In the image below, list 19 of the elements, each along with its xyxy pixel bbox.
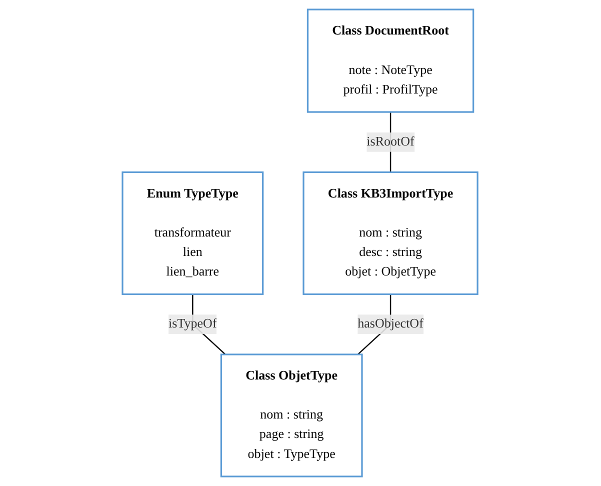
node-label: Enum TypeType — [147, 186, 239, 201]
node-label: Class ObjetType — [246, 369, 338, 383]
node-label: nom : string — [260, 408, 324, 422]
node-label: page : string — [260, 428, 324, 442]
node-label: desc : string — [360, 245, 422, 260]
class-box: Enum TypeType transformateur lien lien_barre — [122, 171, 264, 296]
edge-label: isRootOf — [367, 132, 415, 152]
class-box: Class KB3ImportType nom : string desc : string objet : ObjetType — [303, 171, 479, 296]
node-label: lien_barre — [166, 264, 220, 279]
node-label: lien — [183, 245, 203, 260]
node-label: transformateur — [154, 226, 232, 240]
node-label: objet : ObjetType — [346, 264, 436, 279]
node-label: objet : TypeType — [248, 447, 336, 462]
edge-label: hasObjectOf — [358, 314, 424, 334]
node-label: nom : string — [360, 226, 422, 240]
node-label: Class KB3ImportType — [328, 186, 454, 201]
class-box: Class ObjetType nom : string page : string objet : TypeType — [220, 354, 364, 478]
class-box: Class DocumentRoot note : NoteType profil : ProfilType — [307, 8, 475, 113]
edge-label: isTypeOf — [169, 314, 218, 334]
